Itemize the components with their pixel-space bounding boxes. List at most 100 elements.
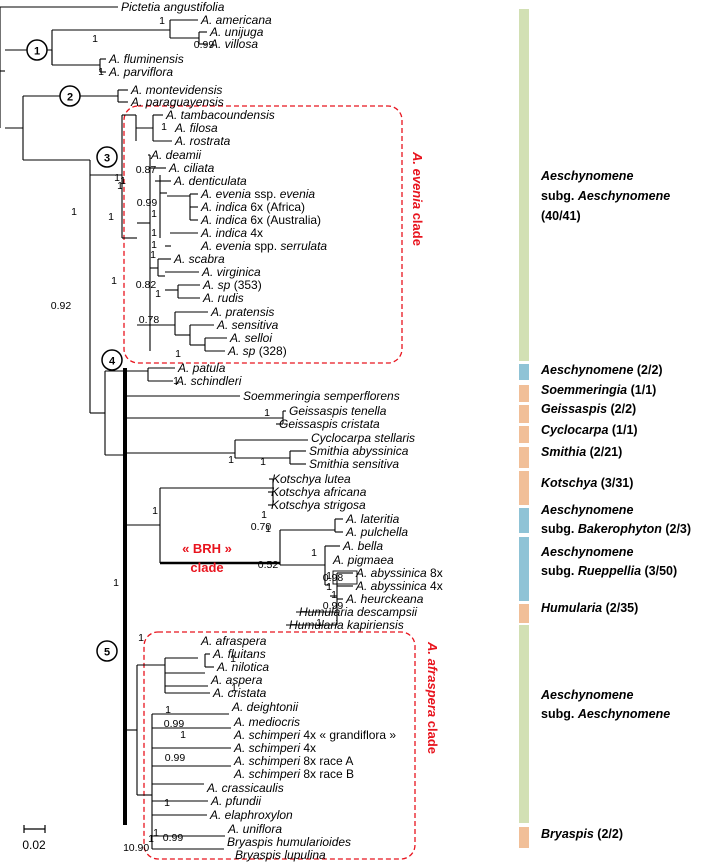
- tip-name: A. lateritia: [345, 512, 400, 526]
- tip-label: A. sp (328): [227, 344, 287, 358]
- support-value: 0.99: [163, 832, 184, 844]
- tip-name: A. parviflora: [108, 65, 173, 79]
- tip-name: Humularia kapiriensis: [289, 618, 404, 632]
- group-label: Aeschynomene (2/2): [540, 363, 663, 377]
- support-value: 0.70: [251, 521, 272, 533]
- support-value: 1: [161, 121, 167, 133]
- tip-label: A. elaphroxylon: [209, 808, 293, 822]
- support-value: 1: [151, 208, 157, 220]
- support-value: 1: [164, 797, 170, 809]
- group-bar-orange: [519, 405, 529, 423]
- evenia-clade-label: A. evenia clade: [410, 151, 425, 246]
- tip-name: Bryaspis lupulina: [235, 848, 326, 862]
- tip-label: A. deamii: [150, 148, 201, 162]
- support-value: 1: [230, 653, 236, 665]
- support-value: 0.82: [136, 279, 157, 291]
- support-value: 1: [311, 547, 317, 559]
- group-bar-orange: [519, 604, 529, 623]
- support-value: 1: [113, 577, 119, 589]
- group-label: subg. Aeschynomene: [541, 707, 670, 721]
- group-label: (40/41): [541, 209, 581, 223]
- group-label: Soemmeringia (1/1): [541, 383, 656, 397]
- support-value: 1: [151, 239, 157, 251]
- tip-label: A. aspera: [210, 673, 263, 687]
- support-values: 10.991111110.870.9911110.8210.781110.921…: [51, 15, 358, 854]
- support-value: 0.87: [136, 164, 157, 176]
- group-labels: Aeschynomene subg. Aeschynomene (40/41) Aes…: [540, 169, 691, 841]
- tip-label: Kotschya strigosa: [271, 498, 366, 512]
- tip-label: A. schimperi 4x: [233, 741, 316, 755]
- support-value: 1: [152, 505, 158, 517]
- tip-name: A. selloi: [229, 331, 272, 345]
- tip-name: A. pratensis: [210, 305, 274, 319]
- node-marker-4: 4: [101, 349, 123, 371]
- tip-label: Geissaspis cristata: [279, 417, 380, 431]
- support-value: 1: [155, 288, 161, 300]
- tip-name: Geissaspis tenella: [289, 404, 387, 418]
- support-value: 1: [326, 570, 332, 582]
- tip-name: A. mediocris: [233, 715, 300, 729]
- node-marker-5: 5: [96, 640, 118, 662]
- tip-name: A. schimperi: [233, 767, 300, 781]
- tip-name: A. elaphroxylon: [209, 808, 293, 822]
- tip-name: A. scabra: [173, 252, 225, 266]
- tip-name: A. ciliata: [168, 161, 215, 175]
- tip-name: A. paraguayensis: [130, 95, 224, 109]
- tip-name: A. cristata: [212, 686, 267, 700]
- support-value: 1: [228, 454, 234, 466]
- afraspera-clade-box: [143, 631, 416, 860]
- support-value: 1: [150, 249, 156, 261]
- support-value: 1: [108, 211, 114, 223]
- tip-name: A. denticulata: [173, 174, 247, 188]
- tip-name: A. indica: [200, 200, 247, 214]
- tip-name-part: serrulata: [280, 239, 327, 253]
- tip-label: A. pigmaea: [332, 553, 394, 567]
- tip-label: Humularia kapiriensis: [289, 618, 404, 632]
- support-value: 0.90: [129, 842, 150, 854]
- group-bar-green: [519, 9, 529, 361]
- tip-suffix: 8x race A: [300, 754, 353, 768]
- support-value: 1: [265, 523, 271, 535]
- tip-name: A. patula: [177, 361, 226, 375]
- tip-label: A. rostrata: [174, 134, 231, 148]
- tip-name: A. schimperi: [233, 741, 300, 755]
- tip-suffix: 6x (Africa): [247, 200, 305, 214]
- support-value: 1: [111, 275, 117, 287]
- tip-suffix: ssp.: [251, 187, 280, 201]
- group-bar-blue: [519, 537, 529, 601]
- tip-label: A. schimperi 8x race B: [233, 767, 354, 781]
- group-bar-blue: [519, 508, 529, 533]
- tip-suffix: 4x « grandiflora »: [300, 728, 396, 742]
- tip-label: A. schimperi 8x race A: [233, 754, 353, 768]
- support-value: 1: [151, 227, 157, 239]
- tip-label: Bryaspis lupulina: [235, 848, 326, 862]
- node-marker-2: 2: [59, 85, 81, 107]
- tip-name: A. evenia: [200, 187, 251, 201]
- tip-label: A. schimperi 4x « grandiflora »: [233, 728, 396, 742]
- tip-label: A. afraspera: [200, 634, 267, 648]
- tip-name: A. uniflora: [227, 822, 282, 836]
- tip-name: A. afraspera: [200, 634, 267, 648]
- tip-label: Kotschya lutea: [272, 472, 351, 486]
- group-label: Aeschynomene: [540, 688, 633, 702]
- node-marker-1: 1: [26, 39, 48, 61]
- tip-name: A. filosa: [174, 121, 218, 135]
- support-value: 1: [175, 348, 181, 360]
- tip-name: Kotschya africana: [271, 485, 367, 499]
- tip-label: A. denticulata: [173, 174, 247, 188]
- tip-name: Kotschya strigosa: [271, 498, 366, 512]
- tip-label: A. americana: [200, 13, 272, 27]
- tip-name: A. sp: [202, 278, 231, 292]
- tip-label: A. selloi: [229, 331, 272, 345]
- tip-name: Cyclocarpa stellaris: [311, 431, 415, 445]
- tip-name: A. deamii: [150, 148, 201, 162]
- tip-name: A. montevidensis: [130, 83, 222, 97]
- tip-label: Bryaspis humularioides: [227, 835, 351, 849]
- support-value: 1: [153, 827, 159, 839]
- tip-label: A. cristata: [212, 686, 267, 700]
- support-value: 1: [261, 509, 267, 521]
